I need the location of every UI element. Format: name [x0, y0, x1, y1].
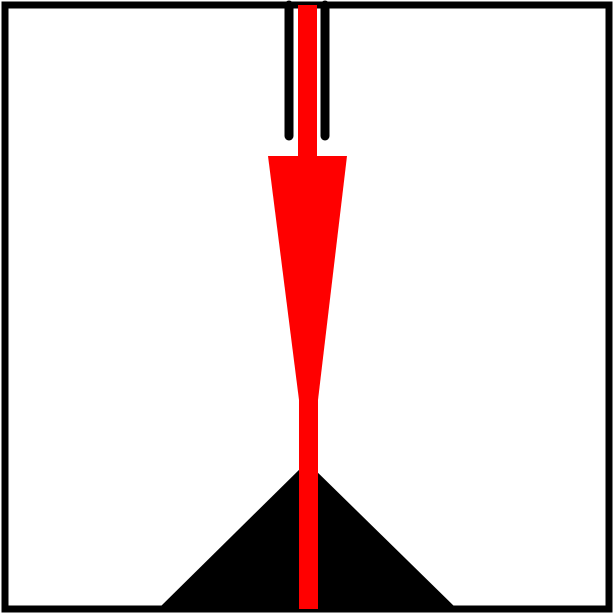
beam-upper-shaft	[298, 5, 317, 157]
beam-lower-shaft	[299, 398, 318, 609]
beam-arrow-down-icon	[268, 156, 347, 400]
